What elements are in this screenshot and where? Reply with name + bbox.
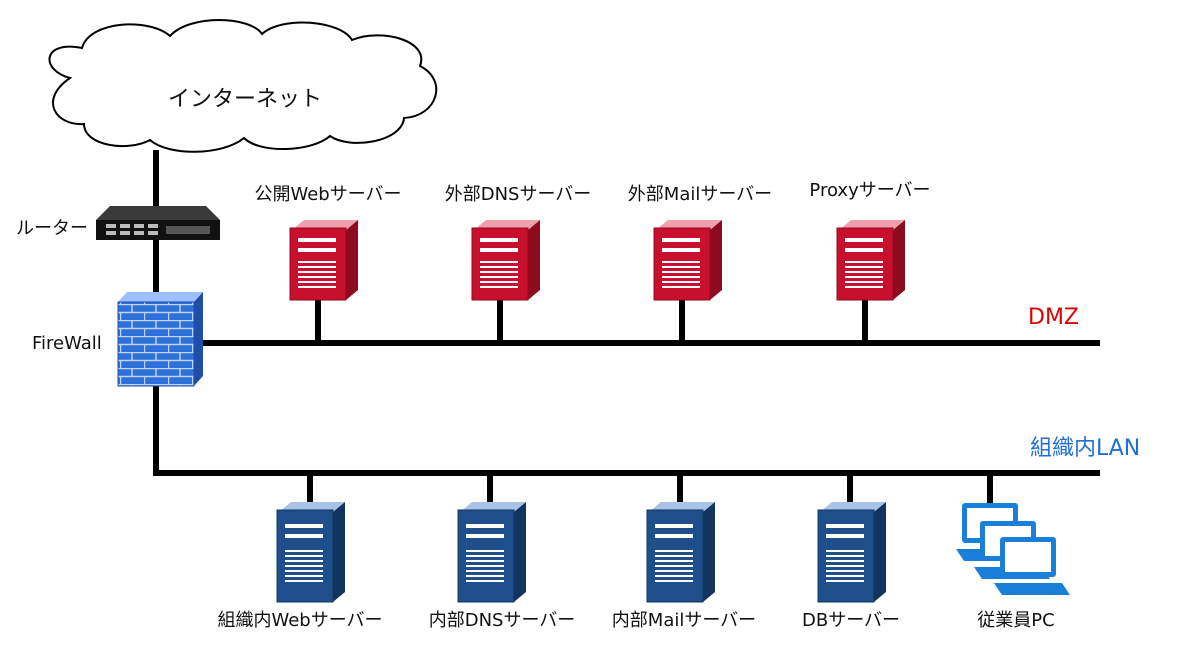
server-icon [457, 501, 527, 603]
internet-cloud: インターネット [48, 19, 438, 153]
server-icon [276, 501, 346, 603]
dmz-label: DMZ [1028, 305, 1079, 330]
connection-lines [153, 150, 1100, 503]
server-icon [289, 219, 359, 301]
employee-pcs: 従業員PC [956, 503, 1070, 631]
server-icon [653, 219, 723, 301]
server-icon [836, 219, 906, 301]
router: ルーター [16, 206, 220, 240]
firewall-label: FireWall [32, 333, 102, 354]
cloud-icon [48, 19, 438, 153]
dmz-server-4: Proxyサーバー [809, 180, 931, 301]
computers-icon [956, 503, 1070, 595]
dmz-server-2: 外部DNSサーバー [445, 184, 592, 301]
router-icon [96, 206, 220, 240]
pc-label: 従業員PC [977, 610, 1054, 631]
router-label: ルーター [16, 218, 88, 239]
dmz-server-3: 外部Mailサーバー [628, 184, 772, 301]
server-icon [817, 501, 887, 603]
lan-server-3: 内部Mailサーバー [612, 501, 756, 631]
lan-server-2: 内部DNSサーバー [429, 501, 576, 631]
lan-label: 組織内LAN [1030, 436, 1140, 461]
server-label: 内部DNSサーバー [429, 610, 576, 631]
server-icon [646, 501, 716, 603]
firewall-icon [117, 292, 203, 387]
server-label: DBサーバー [802, 610, 900, 631]
lan-server-1: 組織内Webサーバー [217, 501, 383, 631]
server-label: Proxyサーバー [809, 180, 930, 201]
server-label: 内部Mailサーバー [612, 610, 756, 631]
dmz-server-1: 公開Webサーバー [254, 184, 402, 301]
server-icon [471, 219, 541, 301]
firewall: FireWall [32, 292, 203, 387]
lan-server-4: DBサーバー [802, 501, 900, 631]
server-label: 公開Webサーバー [254, 184, 401, 205]
server-label: 組織内Webサーバー [217, 610, 382, 631]
server-label: 外部Mailサーバー [628, 184, 772, 205]
internet-label: インターネット [168, 87, 322, 112]
server-label: 外部DNSサーバー [445, 184, 592, 205]
